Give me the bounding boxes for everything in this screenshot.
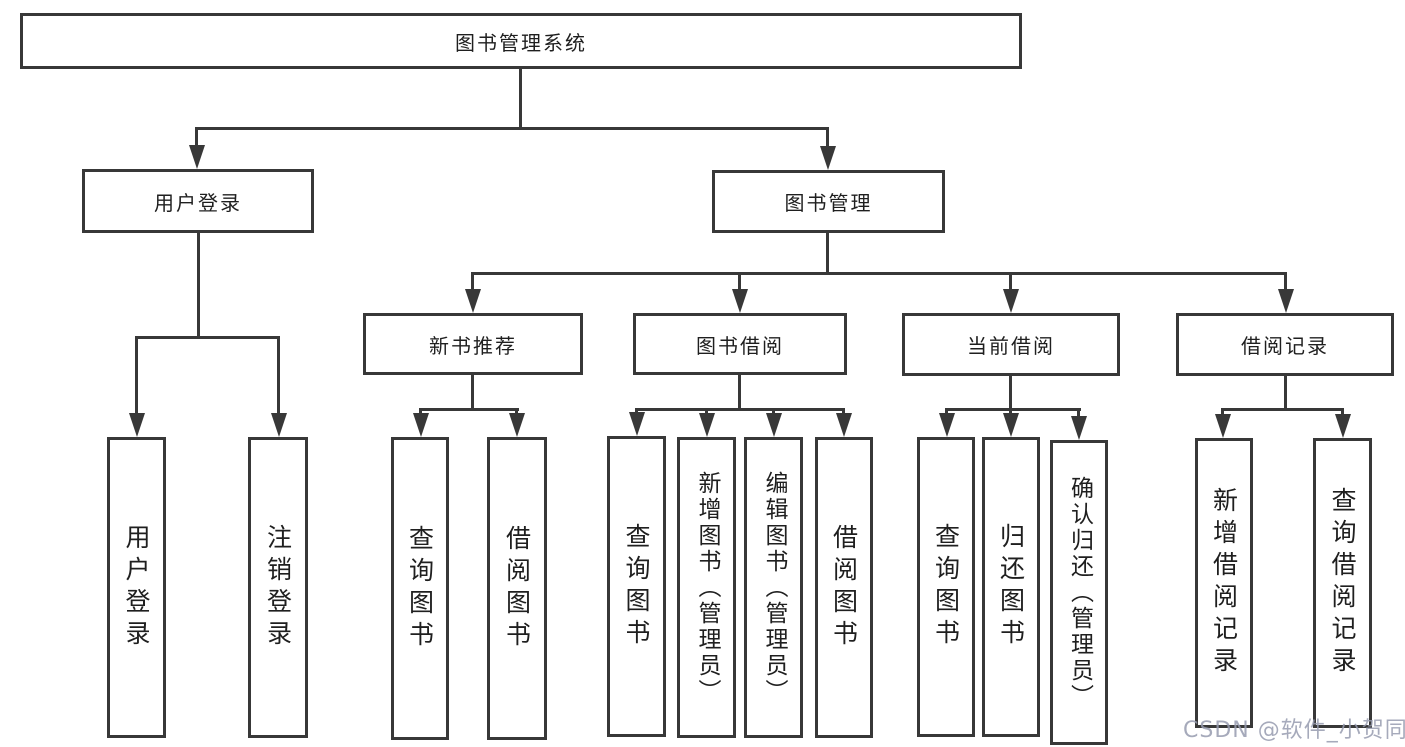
node-borrowing-records: 借阅记录	[1176, 313, 1394, 376]
leaf-add-borrow-record: 新增借阅记录	[1195, 438, 1253, 728]
leaf-user-login: 用户登录	[107, 437, 166, 738]
leaf-label: 注销登录	[263, 523, 293, 652]
arrowhead-down-icon	[129, 413, 145, 437]
connector-line	[471, 272, 474, 292]
connector-line	[1009, 376, 1012, 411]
connector-line	[826, 233, 829, 275]
connector-line	[1221, 408, 1344, 411]
leaf-borrow-books-2: 借阅图书	[815, 437, 873, 738]
node-book-management: 图书管理	[712, 170, 945, 233]
leaf-query-books-1: 查询图书	[391, 437, 449, 740]
leaf-add-books-admin: 新增图书（管理员）	[677, 437, 736, 738]
node-label: 借阅记录	[1241, 334, 1329, 358]
node-label: 用户登录	[154, 190, 242, 215]
node-new-book-recommend: 新书推荐	[363, 313, 583, 375]
arrowhead-down-icon	[629, 412, 645, 436]
leaf-label: 编辑图书（管理员）	[761, 470, 787, 705]
leaf-label: 查询借阅记录	[1328, 487, 1357, 679]
arrowhead-down-icon	[1278, 289, 1294, 313]
arrowhead-down-icon	[820, 146, 836, 170]
connector-line	[471, 272, 1287, 275]
node-label: 当前借阅	[967, 334, 1055, 358]
arrowhead-down-icon	[1003, 289, 1019, 313]
arrowhead-down-icon	[1071, 416, 1087, 440]
connector-line	[519, 69, 522, 130]
connector-line	[419, 408, 519, 411]
leaf-query-books-3: 查询图书	[917, 437, 975, 737]
connector-line	[195, 127, 829, 130]
leaf-query-books-2: 查询图书	[607, 436, 666, 737]
connector-line	[277, 336, 280, 418]
arrowhead-down-icon	[509, 413, 525, 437]
connector-line	[1284, 272, 1287, 292]
leaf-label: 查询图书	[622, 522, 651, 651]
leaf-label: 用户登录	[122, 523, 151, 652]
connector-line	[471, 375, 474, 411]
node-current-borrowing: 当前借阅	[902, 313, 1120, 376]
node-user-login: 用户登录	[82, 169, 314, 233]
leaf-confirm-return-admin: 确认归还（管理员）	[1050, 440, 1108, 745]
connector-line	[635, 408, 845, 411]
node-library-management-system: 图书管理系统	[20, 13, 1022, 69]
leaf-edit-books-admin: 编辑图书（管理员）	[744, 437, 803, 738]
leaf-label: 借阅图书	[829, 523, 859, 652]
connector-line	[197, 233, 200, 339]
connector-line	[1284, 376, 1287, 411]
connector-line	[826, 127, 829, 149]
leaf-label: 借阅图书	[502, 524, 532, 653]
connector-line	[738, 375, 741, 411]
leaf-label: 查询图书	[405, 524, 435, 653]
leaf-query-borrow-record: 查询借阅记录	[1313, 438, 1372, 728]
arrowhead-down-icon	[1215, 414, 1231, 438]
connector-line	[945, 408, 1081, 411]
leaf-logout: 注销登录	[248, 437, 308, 738]
arrowhead-down-icon	[271, 413, 287, 437]
arrowhead-down-icon	[413, 413, 429, 437]
node-book-borrowing: 图书借阅	[633, 313, 847, 375]
arrowhead-down-icon	[465, 289, 481, 313]
arrowhead-down-icon	[189, 145, 205, 169]
connector-line	[195, 127, 198, 149]
leaf-borrow-books-1: 借阅图书	[487, 437, 547, 740]
node-label: 图书借阅	[696, 333, 784, 358]
arrowhead-down-icon	[766, 413, 782, 437]
leaf-label: 新增图书（管理员）	[694, 470, 720, 705]
connector-line	[135, 336, 280, 339]
node-label: 新书推荐	[429, 333, 517, 358]
leaf-label: 查询图书	[931, 523, 961, 651]
connector-line	[1341, 408, 1344, 418]
leaf-label: 归还图书	[996, 523, 1026, 651]
leaf-label: 新增借阅记录	[1209, 487, 1239, 679]
node-label: 图书管理	[784, 191, 873, 215]
connector-line	[1221, 408, 1224, 418]
arrowhead-down-icon	[836, 413, 852, 437]
connector-line	[1009, 272, 1012, 292]
connector-line	[1077, 408, 1080, 418]
leaf-label: 确认归还（管理员）	[1066, 475, 1093, 710]
connector-line	[738, 272, 741, 292]
csdn-watermark: CSDN @软件_小贺同学	[1183, 718, 1405, 743]
leaf-return-books: 归还图书	[982, 437, 1040, 737]
arrowhead-down-icon	[939, 413, 955, 437]
node-label: 图书管理系统	[455, 30, 587, 55]
arrowhead-down-icon	[1335, 414, 1351, 438]
arrowhead-down-icon	[699, 413, 715, 437]
connector-line	[135, 336, 138, 418]
arrowhead-down-icon	[1003, 413, 1019, 437]
arrowhead-down-icon	[732, 289, 748, 313]
